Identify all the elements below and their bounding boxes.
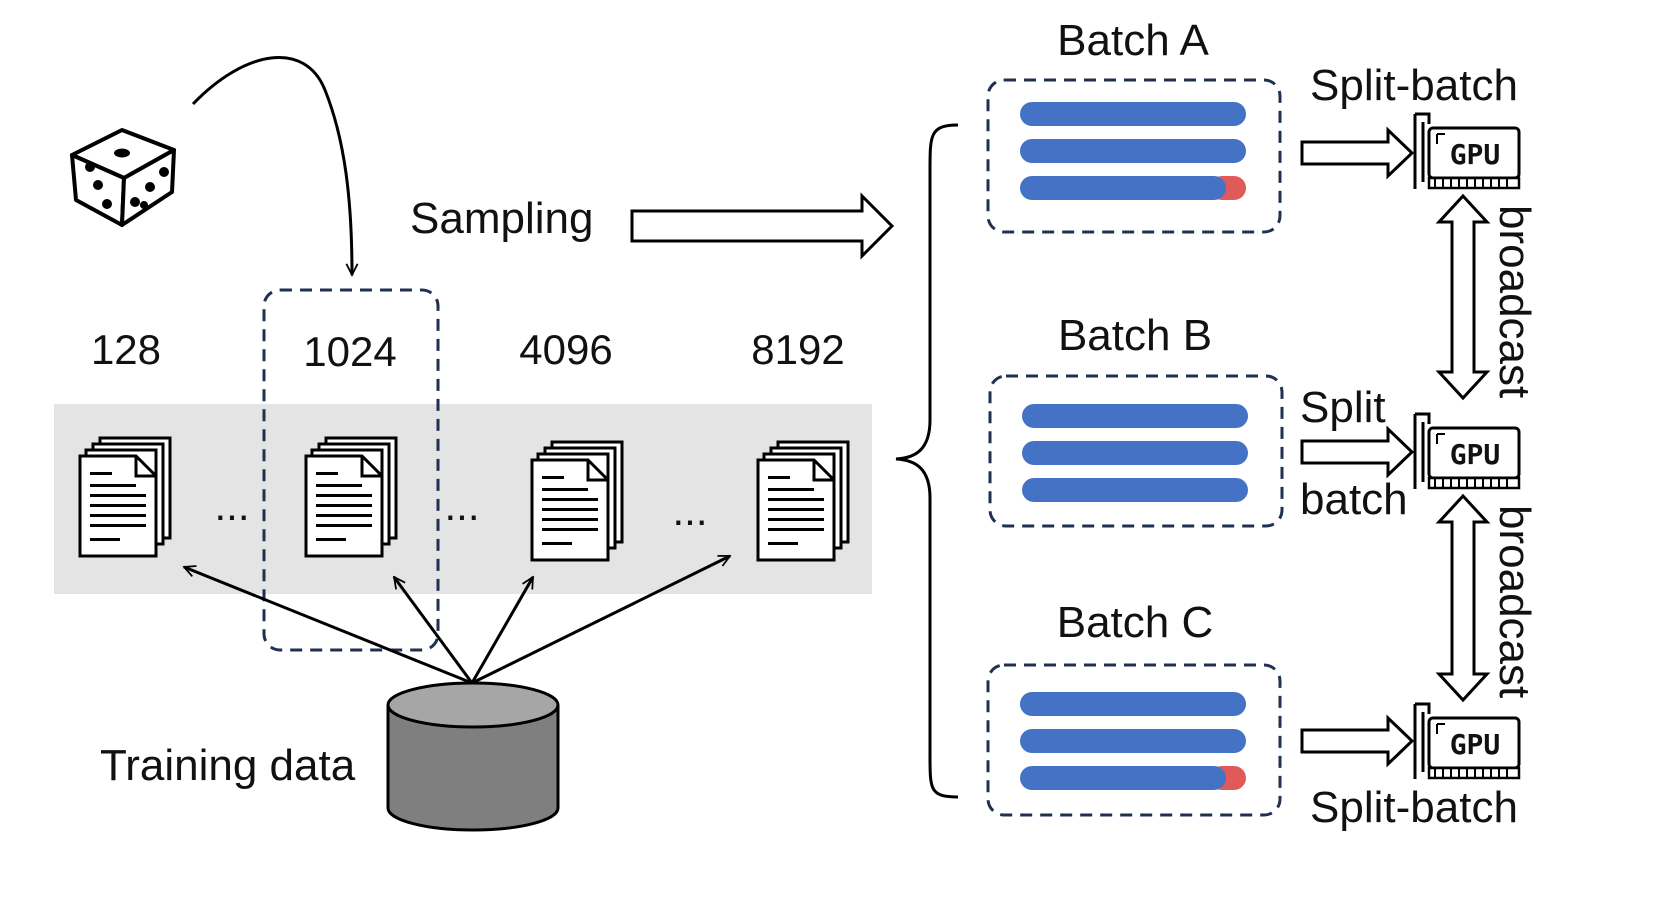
batch-b-box — [988, 374, 1284, 528]
split-label-middle: Split — [1300, 383, 1386, 432]
dice-icon — [70, 128, 176, 227]
split-batch-label-bottom: Split-batch — [1310, 783, 1518, 832]
document-stack-icon — [530, 440, 624, 562]
split-batch-label-top: Split-batch — [1310, 61, 1518, 110]
training-data-label: Training data — [100, 741, 356, 790]
length-label-1024: 1024 — [303, 328, 396, 375]
gpu-label: GPU — [1450, 138, 1501, 171]
dispatch-arrow-a — [1300, 126, 1415, 180]
batch-a-box — [986, 78, 1282, 234]
ellipsis: ... — [672, 487, 707, 534]
length-label-128: 128 — [91, 326, 161, 373]
length-label-8192: 8192 — [751, 326, 844, 373]
selected-bucket-highlight — [262, 288, 440, 652]
batch-c-box — [986, 663, 1282, 817]
dispatch-arrow-c — [1300, 714, 1415, 768]
gpu-card-icon: GPU — [1413, 112, 1521, 191]
gpu-card-icon: GPU — [1413, 702, 1521, 781]
gpu-label: GPU — [1450, 728, 1501, 761]
gpu-label: GPU — [1450, 438, 1501, 471]
length-label-4096: 4096 — [519, 326, 612, 373]
batch-a-sequences — [1020, 102, 1246, 200]
document-stack-icon — [78, 436, 172, 558]
batch-brace — [895, 123, 959, 799]
length-bucket-panel — [54, 404, 872, 594]
database-to-bucket-arrows — [184, 554, 730, 685]
batch-b-label: Batch B — [1058, 311, 1212, 360]
batch-c-sequences — [1020, 692, 1246, 790]
sampling-label: Sampling — [410, 194, 593, 243]
broadcast-label-bottom: broadcast — [1490, 505, 1539, 698]
document-stack-icon — [304, 436, 398, 558]
batch-label-middle: batch — [1300, 475, 1408, 524]
batch-b-sequences — [1022, 404, 1248, 502]
sampling-arrow — [630, 192, 895, 260]
dice-selection-arrow — [191, 56, 352, 275]
broadcast-label-top: broadcast — [1490, 205, 1539, 398]
batch-c-label: Batch C — [1057, 598, 1214, 647]
batch-a-label: Batch A — [1057, 16, 1209, 65]
dispatch-arrow-b — [1300, 425, 1415, 479]
database-icon — [386, 681, 560, 832]
ellipsis: ... — [214, 482, 249, 529]
broadcast-arrow-top — [1435, 193, 1491, 401]
ellipsis: ... — [444, 482, 479, 529]
gpu-card-icon: GPU — [1413, 412, 1521, 491]
document-stack-icon — [756, 440, 850, 562]
broadcast-arrow-bottom — [1435, 493, 1491, 703]
